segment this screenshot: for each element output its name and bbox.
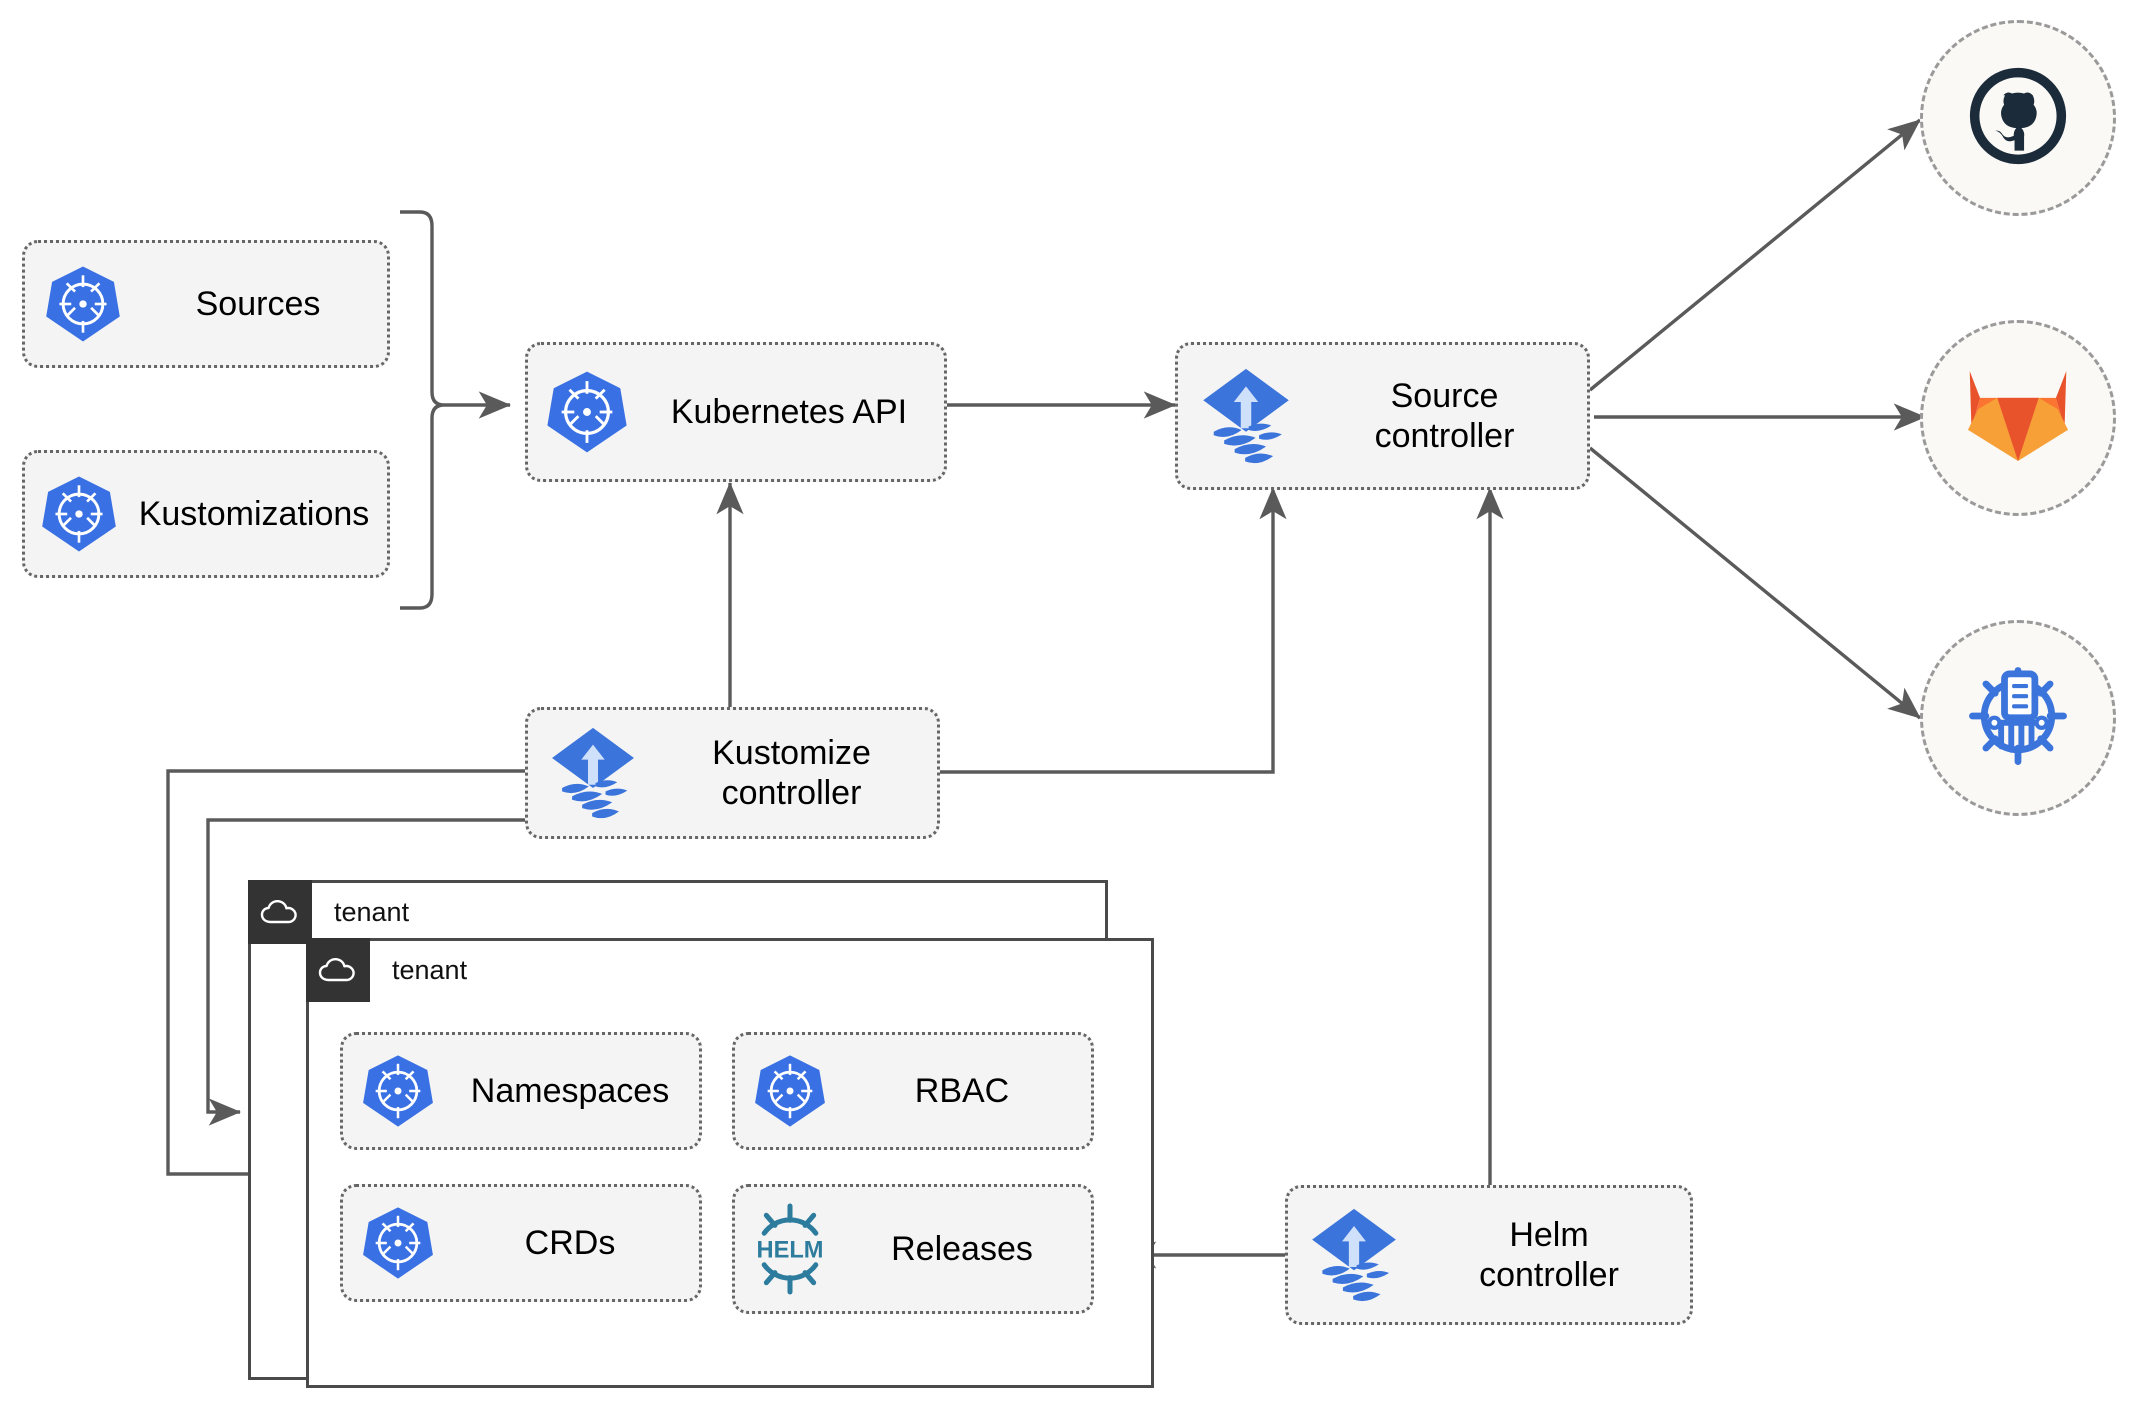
node-label: Releases <box>891 1229 1033 1268</box>
flux-icon <box>1288 1203 1420 1307</box>
node-releases[interactable]: HELM Releases <box>732 1184 1094 1314</box>
node-label: Helm controller <box>1479 1215 1619 1294</box>
node-label: Sources <box>195 284 321 323</box>
node-sources[interactable]: Sources <box>22 240 390 368</box>
node-label: Source controller <box>1374 376 1515 455</box>
node-kustomizations[interactable]: Kustomizations <box>22 450 390 578</box>
tenant-label: tenant <box>334 897 410 927</box>
kubernetes-icon <box>343 1206 453 1280</box>
cloud-icon <box>248 880 312 944</box>
bucket-icon <box>1964 662 2072 775</box>
group-brace <box>400 210 445 610</box>
node-source-controller[interactable]: Source controller <box>1175 342 1590 490</box>
wire-kustomize-to-source <box>940 486 1287 774</box>
cloud-icon <box>306 938 370 1002</box>
provider-bucket[interactable] <box>1920 620 2116 816</box>
node-label: Kustomizations <box>138 494 370 533</box>
gitlab-icon <box>1966 366 2070 471</box>
flux-icon <box>1178 363 1314 469</box>
svg-text:HELM: HELM <box>757 1238 824 1264</box>
node-label: Kubernetes API <box>670 392 908 431</box>
provider-gitlab[interactable] <box>1920 320 2116 516</box>
node-kubernetes-api[interactable]: Kubernetes API <box>525 342 947 482</box>
node-label: Kustomize controller <box>712 733 871 812</box>
tenant-frame-inner: tenant <box>306 938 1154 1388</box>
node-label: Namespaces <box>470 1071 670 1110</box>
wire-source-to-github <box>1588 118 1922 392</box>
tenant-label: tenant <box>392 955 468 985</box>
node-namespaces[interactable]: Namespaces <box>340 1032 702 1150</box>
node-kustomize-controller[interactable]: Kustomize controller <box>525 707 940 839</box>
kubernetes-icon <box>528 370 646 454</box>
tenant-header-inner: tenant <box>306 938 467 1002</box>
kubernetes-icon <box>343 1054 453 1128</box>
kubernetes-icon <box>25 265 141 343</box>
github-icon <box>1966 64 2070 173</box>
helm-icon: HELM <box>735 1203 845 1295</box>
node-crds[interactable]: CRDs <box>340 1184 702 1302</box>
kubernetes-icon <box>25 475 133 553</box>
flux-icon <box>528 722 658 824</box>
kubernetes-icon <box>735 1054 845 1128</box>
provider-github[interactable] <box>1920 20 2116 216</box>
node-label: RBAC <box>914 1071 1010 1110</box>
node-rbac[interactable]: RBAC <box>732 1032 1094 1150</box>
node-helm-controller[interactable]: Helm controller <box>1285 1185 1693 1325</box>
node-label: CRDs <box>524 1223 616 1262</box>
wire-source-to-bucket <box>1588 446 1922 720</box>
tenant-header-outer: tenant <box>248 880 409 944</box>
